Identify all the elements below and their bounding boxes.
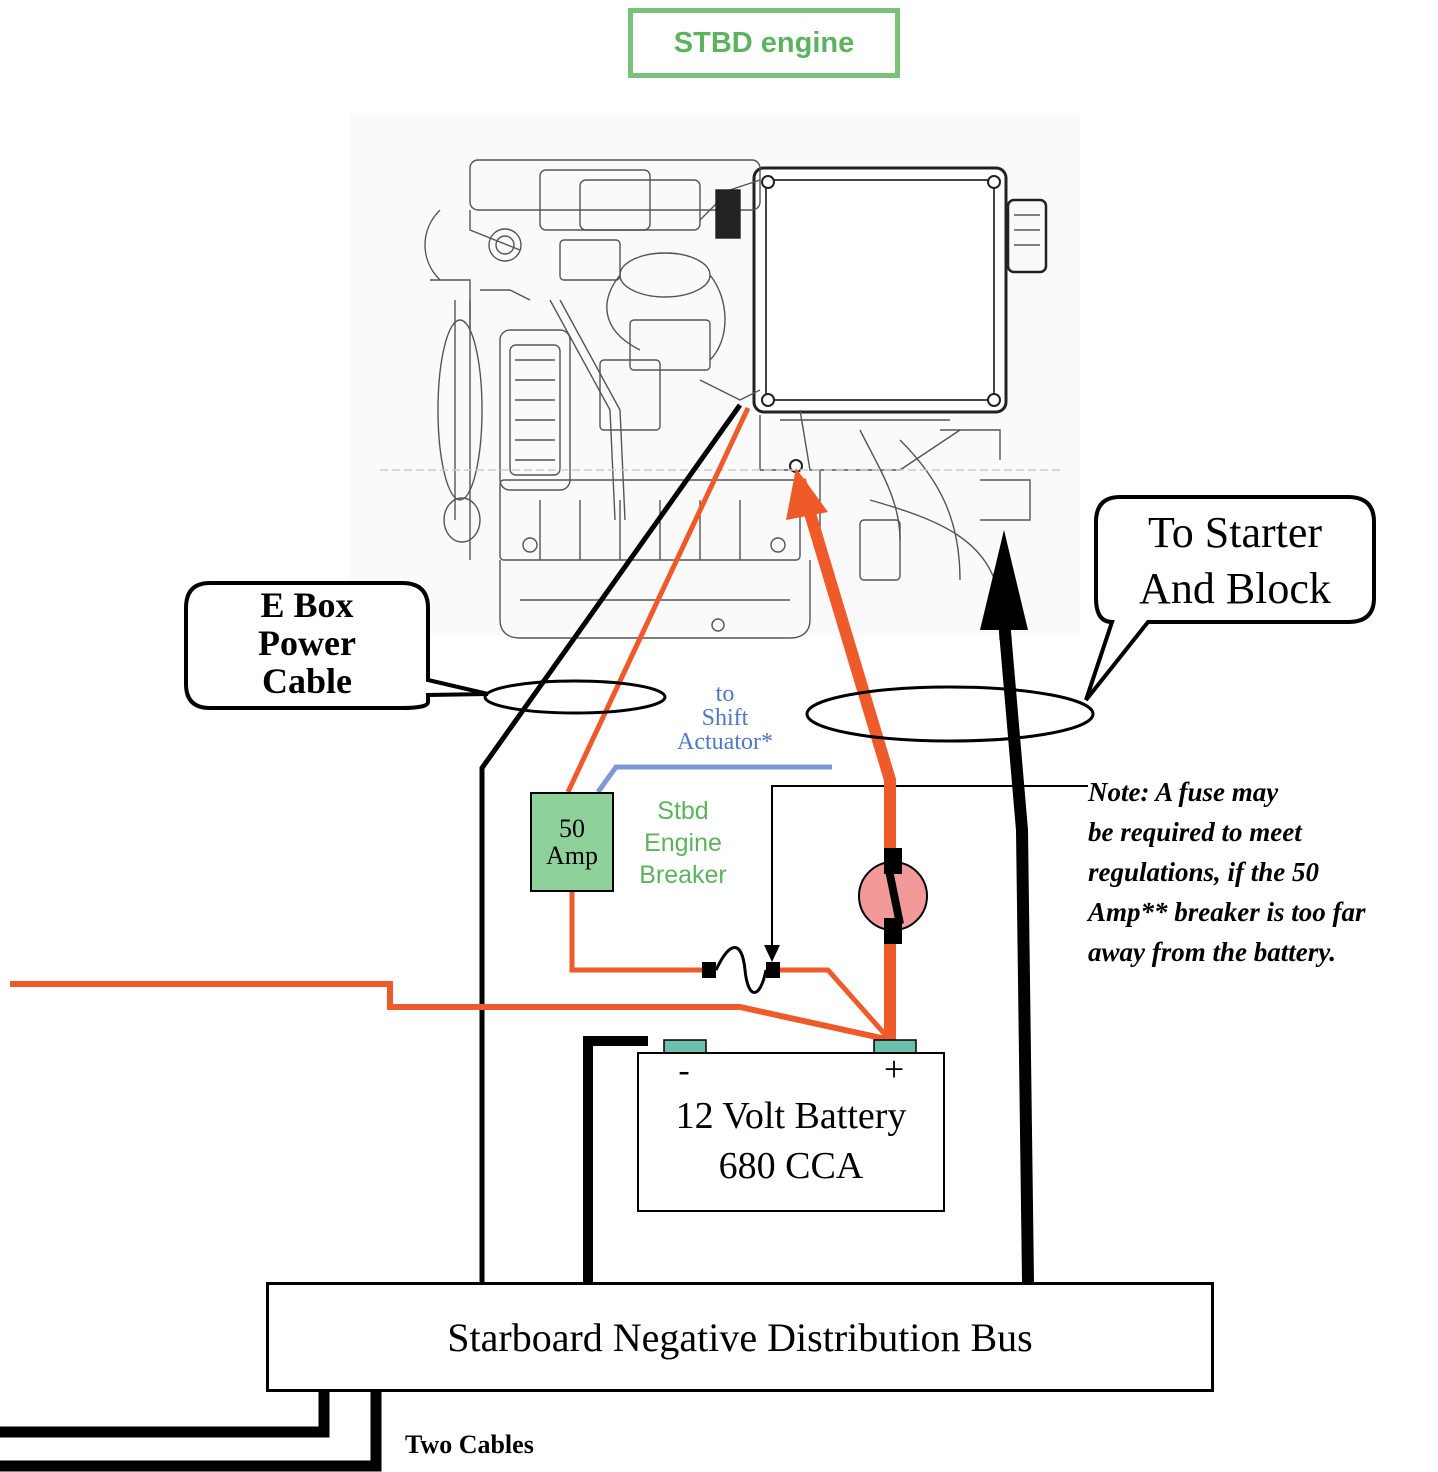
note-line-5: away from the battery. [1088, 937, 1336, 967]
engine-title: STBD engine [628, 8, 900, 78]
shift-actuator-label: to Shift Actuator* [650, 682, 800, 754]
ebox-callout-label: E Box Power Cable [186, 586, 428, 700]
battery-switch [858, 848, 928, 944]
breaker-name-line-3: Breaker [639, 861, 727, 889]
ebox-line-3: Cable [262, 661, 352, 701]
two-cables-label: Two Cables [405, 1430, 534, 1459]
battery-voltage-label: 12 Volt Battery [675, 1095, 907, 1137]
battery-cca-label: 680 CCA [718, 1145, 864, 1187]
note-line-3: regulations, if the 50 [1088, 857, 1320, 887]
breaker-name-line-2: Engine [644, 829, 722, 857]
note-line-1: Note: A fuse may [1088, 777, 1279, 807]
engine-drawing [350, 115, 1080, 640]
starter-line-1: To Starter [1147, 508, 1323, 557]
positive-terminal-label: + [883, 1049, 905, 1089]
breaker-value: 50 [559, 813, 585, 843]
negative-distribution-bus: Starboard Negative Distribution Bus [266, 1282, 1214, 1392]
battery: - + 12 Volt Battery 680 CCA [637, 1049, 945, 1212]
negative-terminal-label: - [678, 1052, 690, 1089]
breaker-name-line-1: Stbd [657, 797, 709, 825]
fuse-note: Note: A fuse may be required to meet reg… [1088, 772, 1438, 972]
positive-wires [10, 406, 896, 1043]
shift-actuator-wire [595, 764, 832, 794]
breaker-name-label: Stbd Engine Breaker [628, 795, 738, 891]
shift-line-1: to [715, 681, 735, 707]
callout-bubbles [184, 495, 1376, 743]
breaker-unit: Amp [546, 841, 598, 870]
starter-callout-label: To Starter And Block [1096, 505, 1374, 617]
starter-line-2: And Block [1139, 564, 1331, 613]
breaker-50-amp: 50 Amp [530, 792, 614, 892]
note-line-4: Amp** breaker is too far [1088, 897, 1366, 927]
shift-line-2: Shift [701, 705, 749, 731]
shift-line-3: Actuator* [677, 729, 773, 755]
ebox-line-2: Power [258, 623, 356, 663]
fuse-symbol [702, 946, 780, 994]
ebox-line-1: E Box [260, 585, 354, 625]
note-line-2: be required to meet [1088, 817, 1302, 847]
